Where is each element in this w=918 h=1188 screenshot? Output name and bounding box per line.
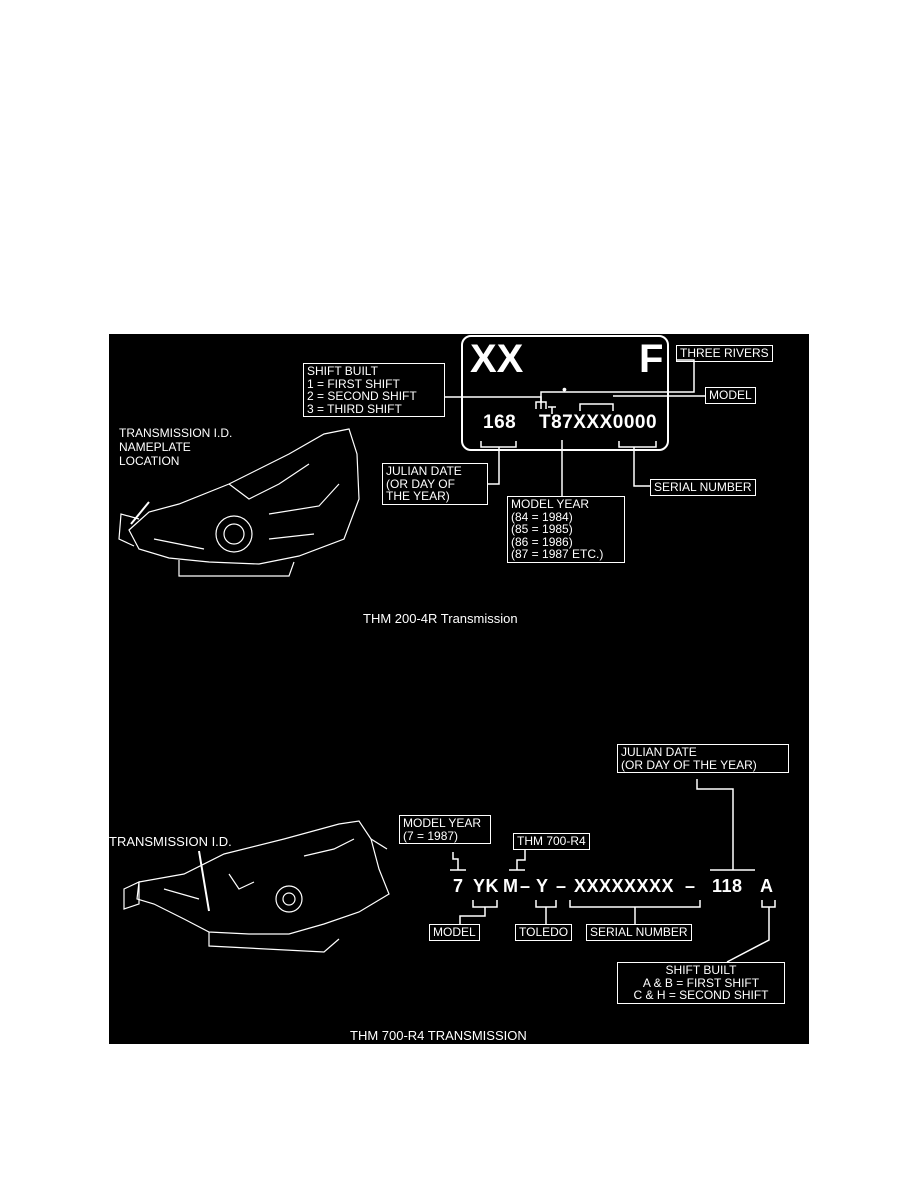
model-box: MODEL: [705, 387, 756, 404]
nameplate-big-code-left: XX: [470, 337, 524, 381]
julian-date-box: JULIAN DATE (OR DAY OF THE YEAR): [382, 463, 488, 505]
code-dash-3: –: [685, 876, 696, 896]
nameplate-big-code-right: F: [639, 337, 664, 381]
code-julian: 118: [712, 876, 743, 896]
serial-number-box-700: SERIAL NUMBER: [586, 924, 692, 941]
transmission-id-label: TRANSMISSION I.D.: [109, 834, 232, 849]
toledo-box: TOLEDO: [515, 924, 573, 941]
nameplate-left-code: 168: [483, 412, 517, 433]
shift-built-box: SHIFT BUILT 1 = FIRST SHIFT 2 = SECOND S…: [303, 363, 445, 417]
code-plant: M: [503, 876, 519, 896]
model-box-700: MODEL: [429, 924, 480, 941]
model-year-box: MODEL YEAR (84 = 1984) (85 = 1985) (86 =…: [507, 496, 625, 563]
code-model: YK: [473, 876, 500, 896]
nameplate-dot: •: [562, 381, 567, 397]
thm-200-4r-caption: THM 200-4R Transmission: [363, 611, 518, 626]
thm-700-r4-box: THM 700-R4: [513, 833, 590, 850]
code-y: Y: [536, 876, 549, 896]
nameplate-location-label: TRANSMISSION I.D. NAMEPLATE LOCATION: [119, 426, 233, 468]
nameplate-right-code: T87XXX0000: [539, 412, 658, 433]
code-serial: XXXXXXXX: [574, 876, 675, 896]
code-shift: A: [760, 876, 774, 896]
serial-number-box: SERIAL NUMBER: [650, 479, 756, 496]
julian-date-box-700: JULIAN DATE (OR DAY OF THE YEAR): [617, 744, 789, 773]
model-year-box-700: MODEL YEAR (7 = 1987): [399, 815, 491, 844]
thm-200-4r-transmission-illustration: [118, 428, 360, 577]
code-dash-2: –: [556, 876, 567, 896]
nameplate: [461, 335, 669, 451]
thm-700-r4-caption: THM 700-R4 TRANSMISSION: [350, 1028, 527, 1043]
thm-700-r4-transmission-illustration: [123, 820, 390, 953]
thm-700-r4-leader-lines: [450, 779, 776, 963]
code-dash-1: –: [520, 876, 531, 896]
thm-200-4r-leader-lines: [445, 359, 705, 496]
transmission-id-figure: TRANSMISSION I.D. NAMEPLATE LOCATION XX …: [109, 334, 809, 1044]
shift-built-box-700: SHIFT BUILT A & B = FIRST SHIFT C & H = …: [617, 962, 785, 1004]
code-model-year: 7: [453, 876, 464, 896]
three-rivers-box: THREE RIVERS: [676, 345, 773, 362]
